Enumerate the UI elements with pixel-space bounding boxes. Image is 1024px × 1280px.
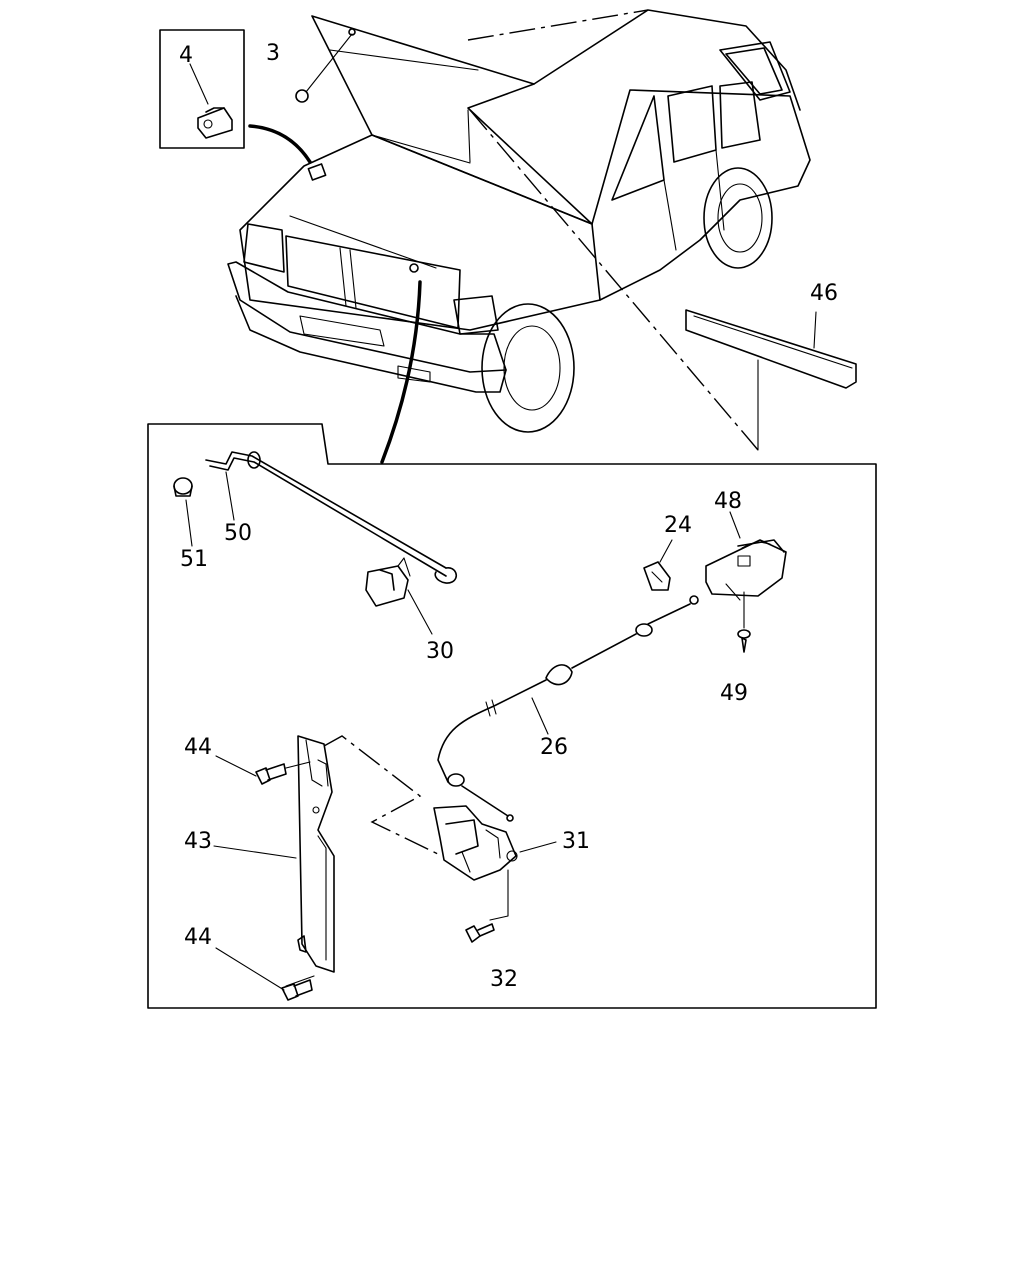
part-50-hood-stay-rod — [205, 451, 458, 584]
callout-32: 32 — [490, 967, 518, 992]
callout-31: 31 — [562, 829, 590, 854]
part-32-bolt — [465, 923, 495, 943]
callout-24: 24 — [664, 513, 692, 538]
callout-44-upper: 44 — [184, 735, 212, 760]
part-49-screw — [737, 629, 751, 653]
callout-3: 3 — [266, 41, 280, 66]
callout-43: 43 — [184, 829, 212, 854]
part-51-grommet — [173, 477, 193, 497]
callout-26: 26 — [540, 735, 568, 760]
part-24-cable-clip — [643, 561, 671, 591]
callout-4: 4 — [179, 43, 193, 68]
part-31-hood-latch — [433, 805, 518, 881]
callout-44-lower: 44 — [184, 925, 212, 950]
part-46-hood-seal — [469, 109, 857, 451]
callout-46: 46 — [810, 281, 838, 306]
part-30-rod-clip — [365, 557, 411, 607]
vehicle-illustration — [227, 9, 811, 464]
inset-part-4 — [159, 29, 245, 149]
part-44-bolt-upper — [255, 763, 287, 785]
callout-48: 48 — [714, 489, 742, 514]
callout-51: 51 — [180, 547, 208, 572]
callout-50: 50 — [224, 521, 252, 546]
detail-panel — [147, 423, 877, 1009]
part-44-bolt-lower — [281, 979, 313, 1001]
callout-49: 49 — [720, 681, 748, 706]
callout-30: 30 — [426, 639, 454, 664]
part-26-release-cable — [437, 595, 699, 822]
part-48-hood-release-handle — [705, 539, 787, 601]
part-43-latch-support-bracket — [297, 735, 335, 973]
